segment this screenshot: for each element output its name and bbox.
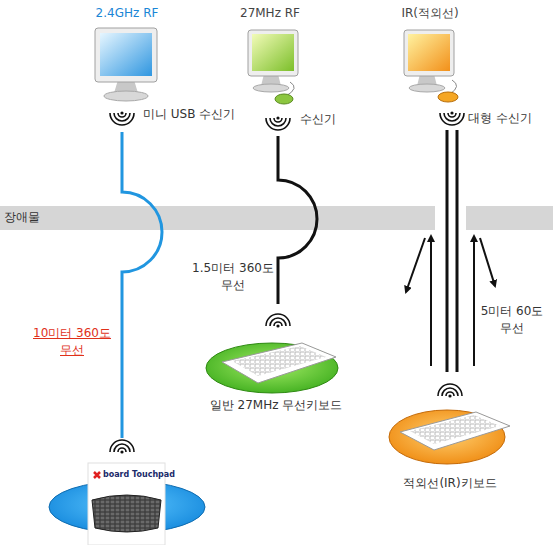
range-label: 5미터 60도 무선 xyxy=(477,303,547,337)
ir-beams xyxy=(430,236,432,366)
keyboard-24ghz xyxy=(49,463,205,545)
ir-beams xyxy=(473,236,475,366)
logo-x xyxy=(94,472,100,478)
wave-arc xyxy=(438,384,462,396)
monitor-icon xyxy=(100,33,152,76)
keyboard-ir-box: 적외선(IR)키보드 xyxy=(378,372,528,496)
receiver-label: 수신기 xyxy=(300,112,336,127)
signal-line xyxy=(278,136,317,304)
keyboard-27mhz xyxy=(206,343,338,393)
wave-arc xyxy=(110,440,134,452)
ir-beams xyxy=(480,238,495,286)
obstacle-band xyxy=(0,206,435,230)
wave-dot xyxy=(448,394,451,397)
wave-dot xyxy=(450,111,453,114)
range-label: 10미터 360도 무선 xyxy=(29,325,115,359)
monitor-icon xyxy=(248,30,298,104)
ir-beams xyxy=(406,236,495,366)
signal-waves xyxy=(110,111,464,453)
computer-24ghz: 2.4GHz RF 미니 USB 수신기 xyxy=(58,0,240,132)
keyboard-label: 일반 27MHz 무선키보드 xyxy=(210,398,343,413)
obstacle-band xyxy=(466,206,553,230)
keyboard-24ghz-box: board Touchpad xyxy=(50,438,205,545)
monitor-icon xyxy=(95,28,157,82)
keyboard-27mhz xyxy=(206,343,338,393)
keyboard-ir xyxy=(389,410,510,464)
band-heading: 27MHz RF xyxy=(240,6,300,21)
receiver-label: 미니 USB 수신기 xyxy=(143,107,235,122)
keyboard-27mhz-box: 일반 27MHz 무선키보드 xyxy=(195,304,360,420)
band-heading: 2.4GHz RF xyxy=(96,6,159,21)
ir-beams xyxy=(406,238,425,292)
wave-dot xyxy=(120,111,123,114)
receiver-label: 대형 수신기 xyxy=(468,111,532,126)
monitor-icon xyxy=(248,30,298,76)
keyboard-ir xyxy=(400,412,510,450)
monitor-icon xyxy=(275,94,293,104)
monitor-icon xyxy=(404,30,454,76)
monitor-icon xyxy=(438,92,458,102)
wave-dot xyxy=(120,450,123,453)
keyboard-label: 적외선(IR)키보드 xyxy=(403,476,496,491)
monitor-icon xyxy=(253,84,289,92)
range-label: 1.5미터 360도 무선 xyxy=(189,260,277,294)
keyboard-27mhz xyxy=(232,346,326,376)
wave-dot xyxy=(276,324,279,327)
monitor-icon xyxy=(409,84,445,92)
monitor-icon xyxy=(104,91,148,101)
wave-arc xyxy=(266,118,290,130)
keyboard-ir xyxy=(410,415,500,444)
monitor-icon xyxy=(95,28,157,101)
computer-27mhz: 27MHz RF 수신기 xyxy=(243,0,345,136)
keyboard-24ghz xyxy=(92,495,161,532)
logo-text: board Touchpad xyxy=(103,470,175,480)
monitor-icon xyxy=(408,34,450,71)
monitor-icon xyxy=(404,30,458,102)
wave-dot xyxy=(276,116,279,119)
band-heading: IR(적외선) xyxy=(401,6,458,21)
keyboard-27mhz xyxy=(222,343,336,383)
wave-arc xyxy=(266,314,290,326)
computer-ir: IR(적외선) 대형 수신기 xyxy=(395,0,545,130)
obstacle-label: 장애물 xyxy=(4,210,40,225)
monitor-icon xyxy=(252,34,294,71)
wave-arc xyxy=(110,113,134,125)
wave-arc xyxy=(440,113,464,125)
signal-line xyxy=(447,130,457,372)
signal-line xyxy=(122,132,162,438)
